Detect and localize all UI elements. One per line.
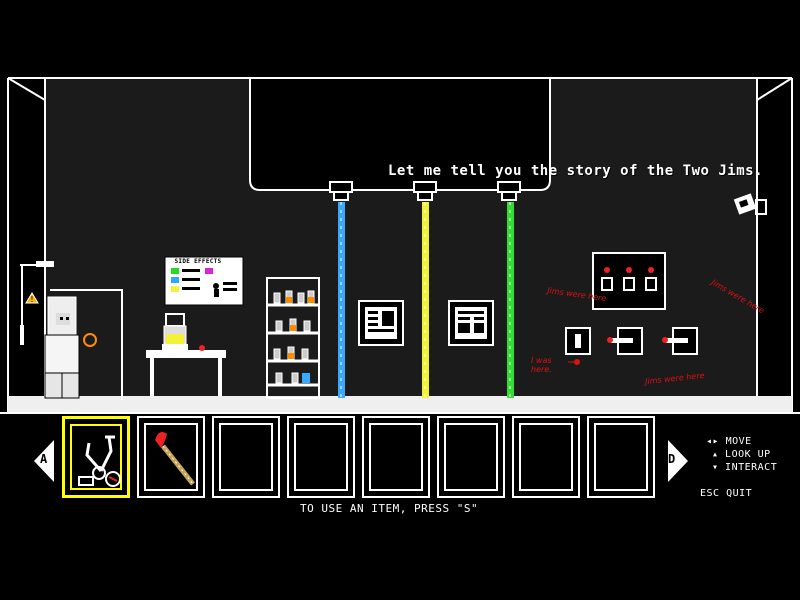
yellow-beam-emitter bbox=[413, 181, 437, 398]
up-arrow-icon: ▴ bbox=[712, 449, 726, 460]
bottle-shelf[interactable] bbox=[266, 277, 321, 401]
wall-picture-1[interactable] bbox=[358, 300, 404, 346]
lab-table bbox=[146, 313, 226, 396]
blue-beam-emitter bbox=[329, 181, 353, 398]
graffiti-arrow-icon bbox=[568, 359, 580, 365]
control-interact-label: INTERACT bbox=[725, 462, 778, 473]
dialogue-text: Let me tell you the story of the Two Jim… bbox=[388, 163, 764, 179]
inventory-slot-1[interactable] bbox=[62, 416, 130, 498]
player-character[interactable] bbox=[40, 295, 90, 405]
left-right-arrows-icon: ◂▸ bbox=[706, 436, 726, 447]
inventory-left-arrow[interactable] bbox=[32, 438, 56, 484]
inventory-slot-6[interactable] bbox=[437, 416, 505, 498]
switch-panel[interactable] bbox=[592, 252, 666, 310]
green-beam-emitter bbox=[497, 181, 521, 398]
quit-label: QUIT bbox=[726, 488, 753, 499]
room-background bbox=[0, 77, 800, 414]
control-look-up-label: LOOK UP bbox=[725, 449, 771, 460]
red-button-icon bbox=[199, 345, 205, 351]
shower-head-icon[interactable]: ! bbox=[10, 255, 60, 365]
inventory-slot-7[interactable] bbox=[512, 416, 580, 498]
control-move: ◂▸ MOVE bbox=[706, 436, 752, 447]
use-item-hint: TO USE AN ITEM, PRESS "S" bbox=[300, 502, 479, 515]
left-key-label: A bbox=[40, 452, 48, 466]
door-knob-icon bbox=[83, 333, 97, 347]
down-arrow-icon: ▾ bbox=[712, 462, 726, 473]
door[interactable] bbox=[30, 285, 130, 410]
right-key-label: D bbox=[668, 452, 676, 466]
control-look-up: ▴ LOOK UP bbox=[712, 449, 771, 460]
control-interact: ▾ INTERACT bbox=[712, 462, 777, 473]
inventory-slot-5[interactable] bbox=[362, 416, 430, 498]
poster-title: SIDE EFFECTS bbox=[174, 258, 222, 265]
graffiti-3: I was here. bbox=[531, 356, 552, 374]
control-quit[interactable]: ESC QUIT bbox=[700, 488, 752, 499]
security-camera-icon[interactable] bbox=[732, 190, 772, 224]
inventory-slot-8[interactable] bbox=[587, 416, 655, 498]
grabber-claw-icon bbox=[78, 435, 121, 487]
inventory-right-arrow[interactable] bbox=[666, 438, 690, 484]
laser-beams bbox=[329, 181, 521, 398]
inventory-slot-2[interactable] bbox=[137, 416, 205, 498]
esc-key-label: ESC bbox=[700, 488, 720, 499]
side-effects-poster[interactable] bbox=[164, 256, 244, 306]
lever-3-icon[interactable] bbox=[660, 325, 700, 357]
torch-icon bbox=[155, 432, 195, 486]
lever-1-icon[interactable] bbox=[563, 325, 593, 357]
wall-picture-2[interactable] bbox=[448, 300, 494, 346]
svg-text:!: ! bbox=[30, 295, 33, 304]
blender-icon bbox=[162, 313, 188, 350]
lever-2-icon[interactable] bbox=[605, 325, 645, 357]
game-room-scene: Let me tell you the story of the Two Jim… bbox=[0, 77, 800, 414]
inventory-slot-3[interactable] bbox=[212, 416, 280, 498]
control-move-label: MOVE bbox=[725, 436, 752, 447]
inventory-slot-4[interactable] bbox=[287, 416, 355, 498]
